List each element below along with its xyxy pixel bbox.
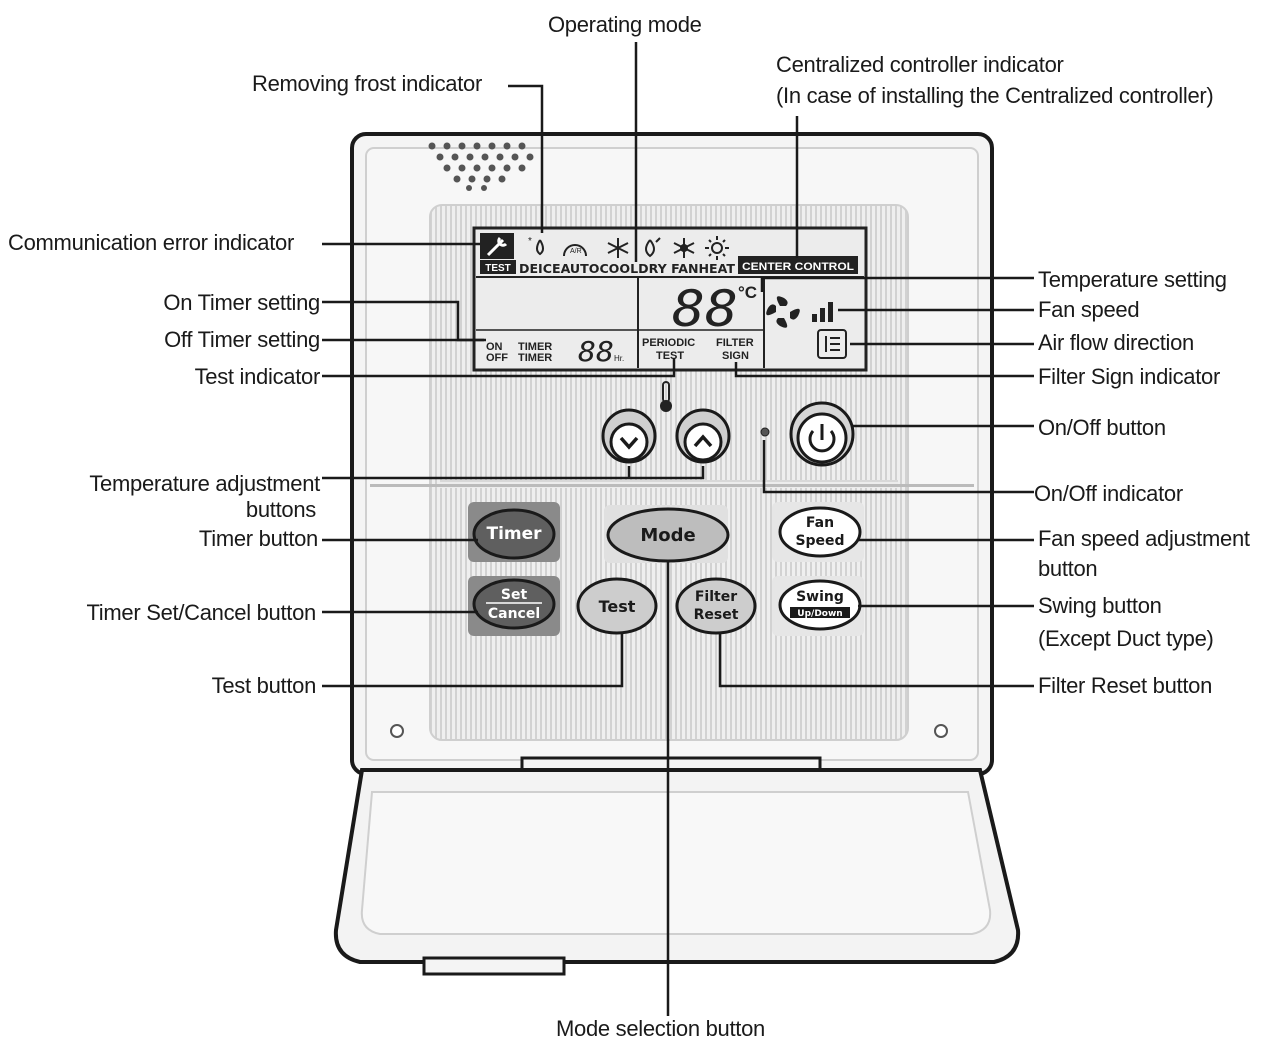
lcd-modes-label: DEICEAUTOCOOLDRY FANHEAT [519,262,736,276]
test-badge [480,260,516,274]
lcd-test-label: TEST [485,263,511,274]
hr-label: Hr. [614,354,624,363]
fan-speed-callout: Fan speed [1038,297,1140,322]
communication-error-callout: Communication error indicator [8,230,294,255]
temp-up-button[interactable] [675,408,731,464]
filter-reset-callout: Filter Reset button [1038,673,1213,698]
periodic-test-label: TEST [656,350,684,362]
cover-tab [422,956,566,976]
celsius-label: °C [738,283,757,302]
lcd-screen [472,226,868,372]
deice-icon: * [528,236,544,256]
fan-icon [673,238,695,258]
temp-down-button[interactable] [601,408,657,464]
filter-label: FILTER [716,337,754,349]
sign-label: SIGN [722,350,749,362]
test-button-callout: Test button [211,673,317,698]
lower-panel [370,484,974,487]
swing-button[interactable]: Swing Up/Down [778,579,862,631]
mode-button-label: Mode [640,525,695,546]
speaker-grille [428,142,534,191]
centralized-controller-note: (In case of installing the Centralized c… [776,83,1214,108]
leader-lines [322,42,1034,1016]
swing-button-callout: Swing button [1038,593,1162,618]
cancel-label: Cancel [488,606,540,622]
off-timer-callout: Off Timer setting [164,327,320,352]
onoff-indicator-callout: On/Off indicator [1034,481,1183,506]
air-flow-icon [817,329,847,359]
fan-speed-icon [766,296,833,328]
temperature-digits: 88 [672,280,738,338]
speed-label-btn: Speed [795,533,844,549]
temperature-setting-callout: Temperature setting [1038,267,1227,292]
screw-right [934,724,948,738]
center-control-label: CENTER CONTROL [742,261,854,273]
thermometer-icon [660,381,672,412]
swing-label-btn: Swing [796,589,844,605]
removing-frost-callout: Removing frost indicator [252,71,483,96]
mode-selection-callout: Mode selection button [556,1016,765,1041]
timer-button-label: Timer [486,524,542,544]
onoff-indicator-led [760,427,770,437]
off-label: OFF [486,352,508,364]
operating-mode-callout: Operating mode [548,12,702,37]
power-button[interactable] [789,401,855,467]
svg-text:A/R: A/R [570,248,582,255]
fan-speed-adjust-callout-2: button [1038,556,1098,581]
timer-digits: 88 [578,335,614,368]
on-timer-callout: On Timer setting [163,290,320,315]
air-flow-callout: Air flow direction [1038,330,1194,355]
swing-button-note: (Except Duct type) [1038,626,1214,651]
set-cancel-button[interactable]: Set Cancel [472,578,556,630]
onoff-button-callout: On/Off button [1038,415,1166,440]
on-timer-label: TIMER [518,341,552,353]
test-button[interactable]: Test [576,577,658,635]
up-arrow-icon [693,434,713,448]
test-indicator-callout: Test indicator [194,364,321,389]
dry-icon [645,237,661,258]
screw-left [390,724,404,738]
temp-adjust-callout: Temperature adjustment [89,471,320,496]
filter-sign-callout: Filter Sign indicator [1038,364,1221,389]
heat-icon [705,236,729,260]
center-control-badge [738,256,858,274]
svg-text:*: * [528,236,532,247]
reset-label-btn: Reset [694,607,739,623]
timer-button[interactable]: Timer [472,508,556,560]
on-label: ON [486,341,503,353]
fan-label-btn: Fan [806,515,834,531]
timer-button-callout: Timer button [198,526,318,551]
filter-label-btn: Filter [695,589,737,605]
off-timer-label: TIMER [518,352,552,364]
auto-icon: A/R [563,244,587,257]
periodic-label: PERIODIC [642,337,695,349]
mode-button[interactable]: Mode [606,507,730,563]
test-button-label: Test [599,597,636,616]
timer-set-cancel-callout: Timer Set/Cancel button [86,600,316,625]
fan-speed-adjust-callout: Fan speed adjustment [1038,526,1250,551]
down-arrow-icon [619,436,639,450]
cool-icon [607,238,629,258]
set-label: Set [501,587,528,603]
updown-label-btn: Up/Down [797,609,842,619]
filter-reset-button[interactable]: Filter Reset [675,577,757,635]
temp-adjust-callout-2: buttons [245,497,316,522]
fan-speed-button[interactable]: Fan Speed [778,506,862,558]
power-icon [808,430,836,453]
centralized-controller-callout: Centralized controller indicator [776,52,1064,77]
